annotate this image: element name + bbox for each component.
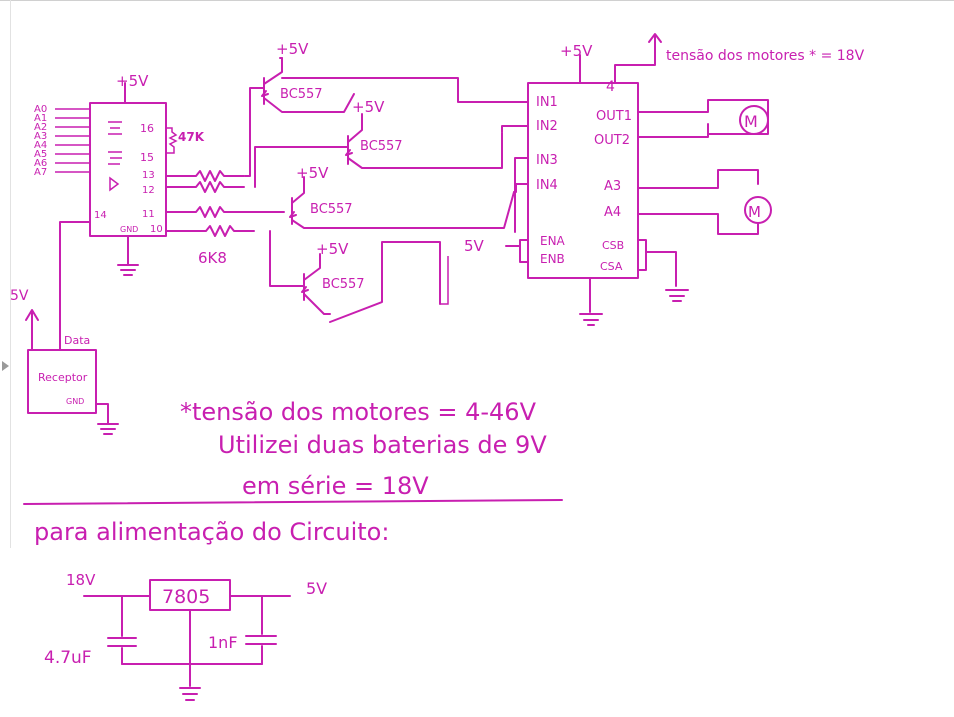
- addr-a3: A3: [34, 131, 47, 142]
- address-lines: [55, 108, 90, 173]
- q4-supply: +5V: [316, 240, 349, 258]
- note-line4: para alimentação do Circuito:: [34, 518, 389, 546]
- driver-ena: ENA: [540, 234, 566, 248]
- driver-enb: ENB: [540, 252, 565, 266]
- driver-supply: +5V: [560, 42, 593, 60]
- motor-1: M: [637, 99, 769, 138]
- addr-a6: A6: [34, 158, 47, 169]
- wire-in3: [514, 157, 529, 233]
- transistor-q4: +5V BC557: [269, 230, 441, 323]
- q1-label: BC557: [280, 87, 323, 102]
- note-line3: em série = 18V: [242, 472, 429, 500]
- driver-out1: OUT1: [596, 109, 632, 124]
- q2-supply: +5V: [352, 98, 385, 116]
- enable-supply-label: 5V: [464, 237, 485, 255]
- motor-2: M: [637, 169, 772, 235]
- q3-label: BC557: [310, 202, 353, 217]
- page-top-border: [0, 0, 954, 1]
- pin-15: 15: [140, 151, 154, 164]
- addr-a0: A0: [34, 104, 47, 115]
- chip-marking: [109, 176, 120, 192]
- note-line2: Utilizei duas baterias de 9V: [218, 431, 547, 459]
- receiver-gnd-pin: GND: [66, 397, 84, 406]
- pin-16: 16: [140, 122, 154, 135]
- receiver-supply: 5V: [10, 288, 29, 304]
- notes: *tensão dos motores = 4-46V Utilizei dua…: [23, 398, 563, 546]
- q1-supply: +5V: [276, 40, 309, 58]
- motor-supply-note: tensão dos motores * = 18V: [666, 48, 865, 64]
- transistor-q2: +5V BC557: [254, 98, 503, 188]
- reg-output-label: 5V: [306, 579, 327, 598]
- motor-driver-chip: +5V 4 IN1 IN2 IN3 IN4 OUT1 OUT2 A3 A4 EN…: [464, 33, 689, 326]
- driver-out2: OUT2: [594, 133, 630, 148]
- pin-13: 13: [142, 170, 155, 181]
- addr-a1: A1: [34, 113, 47, 124]
- note-line1: *tensão dos motores = 4-46V: [180, 398, 537, 426]
- wire-extra: [440, 256, 449, 305]
- wire-data: [59, 221, 91, 351]
- reg-chip-label: 7805: [162, 586, 210, 608]
- ground-icon: [117, 264, 139, 276]
- pin-14: 14: [94, 210, 107, 221]
- chip-marking: [108, 151, 122, 165]
- reg-input-label: 18V: [66, 571, 96, 589]
- ground-icon: [579, 313, 603, 326]
- pin-10: 10: [150, 224, 163, 235]
- gnd-pin-label: GND: [120, 225, 138, 234]
- q3-supply: +5V: [296, 164, 329, 182]
- transistor-q3: +5V BC557: [289, 164, 515, 229]
- wire-in2: [501, 125, 529, 133]
- q2-label: BC557: [360, 139, 403, 154]
- driver-pin4: 4: [606, 79, 615, 95]
- base-resistors: 6K8: [165, 170, 285, 267]
- addr-a2: A2: [34, 122, 47, 133]
- regulator-circuit: 18V 7805 5V 4.7uF 1nF: [44, 571, 327, 701]
- arrow-up-icon: [25, 309, 39, 321]
- receiver-module: 5V Receptor Data GND: [10, 221, 119, 435]
- driver-csa: CSA: [600, 260, 623, 273]
- ground-icon: [179, 663, 201, 701]
- resistor-47k: [166, 127, 178, 154]
- divider-line: [23, 499, 563, 505]
- motor-1-symbol: M: [744, 112, 758, 131]
- arrow-up-icon: [648, 33, 662, 43]
- wire-in4: [513, 183, 529, 193]
- driver-in1: IN1: [536, 95, 558, 110]
- page-side-border: [10, 0, 11, 548]
- driver-a3: A3: [604, 179, 621, 194]
- driver-in4: IN4: [536, 178, 558, 193]
- pin-11: 11: [142, 209, 155, 220]
- ground-icon: [97, 423, 119, 435]
- motor-2-symbol: M: [748, 203, 761, 221]
- driver-in3: IN3: [536, 153, 558, 168]
- decoder-supply-label: +5V: [116, 72, 149, 90]
- pin-12: 12: [142, 185, 155, 196]
- expand-arrow-icon[interactable]: [2, 361, 9, 371]
- driver-a4: A4: [604, 205, 621, 220]
- decoder-chip: +5V A0 A1 A2 A3 A4 A5 A6 A7 16 15 13 12 …: [34, 72, 205, 276]
- driver-in2: IN2: [536, 119, 558, 134]
- resistor-47k-label: 47K: [178, 130, 205, 144]
- reg-cap-in: 4.7uF: [44, 648, 92, 668]
- chip-marking: [108, 121, 122, 135]
- ground-icon: [665, 289, 689, 302]
- driver-csb: CSB: [602, 239, 624, 252]
- addr-a4: A4: [34, 140, 47, 151]
- receiver-label: Receptor: [38, 371, 88, 384]
- addr-a5: A5: [34, 149, 47, 160]
- reg-cap-out: 1nF: [208, 633, 238, 652]
- transistor-q1: +5V BC557: [244, 40, 355, 177]
- wire-in1: [281, 77, 529, 103]
- receiver-data-pin: Data: [64, 334, 90, 347]
- resistor-6k8-label: 6K8: [198, 249, 227, 267]
- q4-label: BC557: [322, 277, 365, 292]
- addr-a7: A7: [34, 167, 47, 178]
